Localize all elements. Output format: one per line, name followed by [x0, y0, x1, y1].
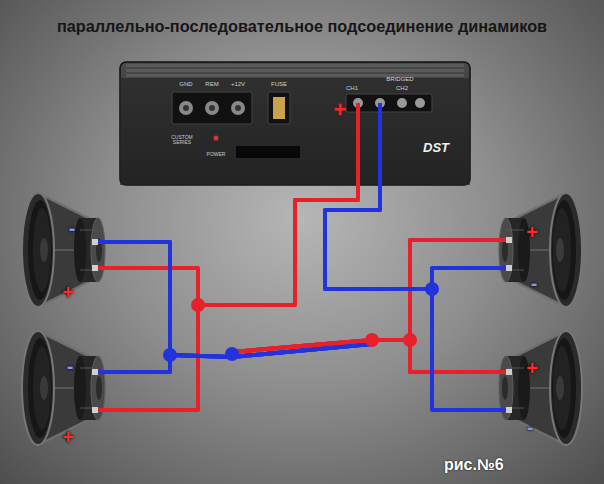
amplifier: GND REM +12V FUSE CUSTOM SERIES POWER BRIDGED C… — [120, 62, 470, 185]
polarity-sign: + — [526, 222, 538, 242]
polarity-sign: + — [62, 282, 74, 302]
polarity-sign: - — [531, 273, 538, 293]
speaker: -+ — [22, 330, 118, 449]
wire-segment — [325, 185, 478, 410]
wire-segment — [118, 242, 372, 357]
speaker: +- — [478, 330, 586, 448]
panel-label: CUSTOM SERIES — [165, 135, 199, 145]
junction-dots — [163, 282, 439, 362]
polarity-sign: - — [527, 417, 534, 437]
caption: рис.№6 — [444, 457, 504, 473]
wire-segment — [118, 185, 358, 410]
title: параллельно-последовательное подсоединен… — [0, 18, 604, 36]
wire-segment — [232, 340, 478, 372]
panel-label: GND — [179, 81, 192, 87]
speaker-wire — [118, 185, 358, 410]
polarity-sign: - — [69, 218, 76, 238]
panel-label: REM — [205, 81, 218, 87]
panel-label: POWER — [207, 152, 226, 157]
panel-label: CH1 — [346, 85, 358, 91]
panel-label: +12V — [231, 81, 245, 87]
wire-segment — [118, 344, 372, 372]
speaker-wire — [118, 242, 478, 372]
wire-segment — [118, 344, 372, 372]
panel-label: CH2 — [396, 85, 408, 91]
speaker: +- — [478, 192, 586, 308]
panel-label: BRIDGED — [386, 76, 413, 82]
polarity-sign: + — [62, 427, 74, 447]
polarity-sign: + — [526, 358, 538, 378]
polarity-sign: - — [67, 356, 74, 376]
brand-logo: DST — [423, 141, 449, 154]
wire-segment — [232, 240, 478, 352]
speaker: -+ — [22, 192, 118, 308]
speaker-wire — [118, 240, 478, 357]
speaker-wire — [325, 185, 478, 289]
wire-segment — [118, 242, 372, 357]
speaker-wire — [325, 185, 478, 410]
speaker-wire — [118, 240, 478, 372]
speaker-wire — [118, 185, 358, 305]
speaker-wire — [118, 340, 478, 372]
wire-segment — [118, 185, 358, 305]
wire-segment — [232, 240, 478, 352]
panel-label: FUSE — [271, 81, 287, 87]
polarity-sign: + — [334, 99, 347, 121]
wire-segment — [325, 185, 478, 289]
